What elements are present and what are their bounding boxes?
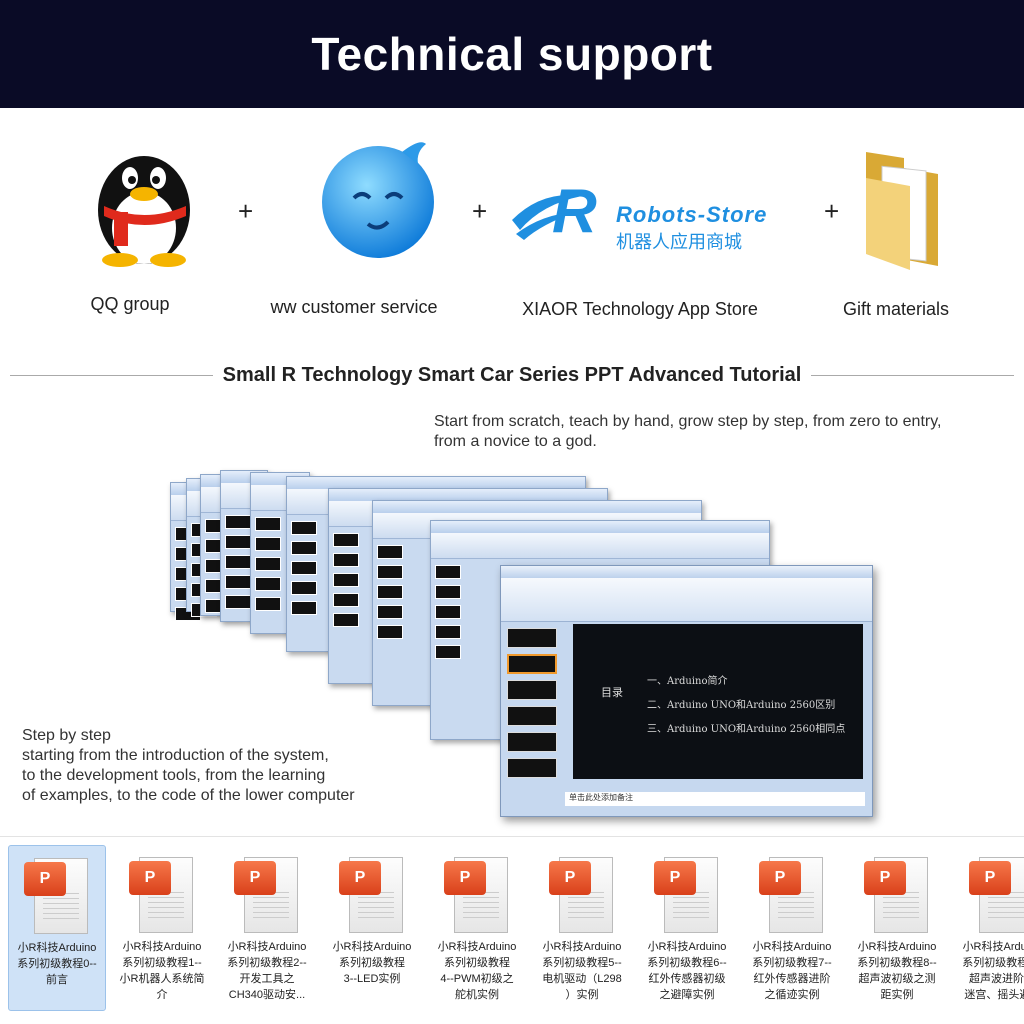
step-line: starting from the introduction of the sy… — [22, 747, 329, 764]
app-store-label: XIAOR Technology App Store — [522, 299, 758, 319]
wangwang-icon — [322, 142, 434, 258]
ppt-file-icon: P — [969, 851, 1024, 935]
section-heading: Small R Technology Smart Car Series PPT … — [0, 364, 1024, 387]
plus-sign: + — [238, 196, 254, 226]
slide-item: 一、Arduino简介 — [647, 676, 728, 687]
robots-store-logo: R Robots-Store 机器人应用商城 — [512, 177, 802, 252]
ppt-file-icon: P — [339, 851, 405, 935]
qq-penguin-icon — [98, 156, 190, 267]
slide-thumbnails — [507, 628, 557, 784]
plus-sign: + — [472, 196, 488, 226]
ppt-file-icon: P — [24, 852, 90, 936]
subtitle-line: from a novice to a god. — [434, 433, 597, 450]
slide-preview: 目录 一、Arduino简介 二、Arduino UNO和Arduino 256… — [573, 624, 863, 779]
plus-sign: + — [824, 196, 840, 226]
ppt-file-icon: P — [654, 851, 720, 935]
page-title: Technical support — [311, 28, 713, 80]
slide-item: 三、Arduino UNO和Arduino 2560相同点 — [647, 724, 846, 735]
ppt-window: 目录 一、Arduino简介 二、Arduino UNO和Arduino 256… — [500, 565, 873, 817]
ppt-file-icon: P — [549, 851, 615, 935]
qq-group-label: QQ group — [90, 294, 170, 314]
folder-icon — [866, 152, 938, 270]
ppt-file-icon: P — [864, 851, 930, 935]
slide-heading: 目录 — [601, 686, 623, 699]
ppt-file-icon: P — [759, 851, 825, 935]
gift-materials-label: Gift materials — [842, 299, 950, 319]
notes-field[interactable]: 单击此处添加备注 — [565, 792, 865, 806]
subtitle: Start from scratch, teach by hand, grow … — [434, 412, 941, 452]
ppt-file-icon: P — [234, 851, 300, 935]
step-line: Step by step — [22, 727, 111, 744]
ppt-file-icon: P — [444, 851, 510, 935]
header-banner: Technical support — [0, 0, 1024, 108]
file-item[interactable]: P 小R科技Arduino系列初级教程9--超声波进阶之迷宫、摇头避... — [953, 845, 1024, 1011]
subtitle-line: Start from scratch, teach by hand, grow … — [434, 413, 942, 430]
slide-item: 二、Arduino UNO和Arduino 2560区别 — [647, 700, 836, 711]
section-title: Small R Technology Smart Car Series PPT … — [222, 364, 802, 386]
ppt-file-icon: P — [129, 851, 195, 935]
step-line: to the development tools, from the learn… — [22, 767, 326, 784]
step-description: Step by step starting from the introduct… — [22, 726, 355, 806]
step-line: of examples, to the code of the lower co… — [22, 787, 355, 804]
ww-customer-service-label: ww customer service — [270, 297, 438, 317]
